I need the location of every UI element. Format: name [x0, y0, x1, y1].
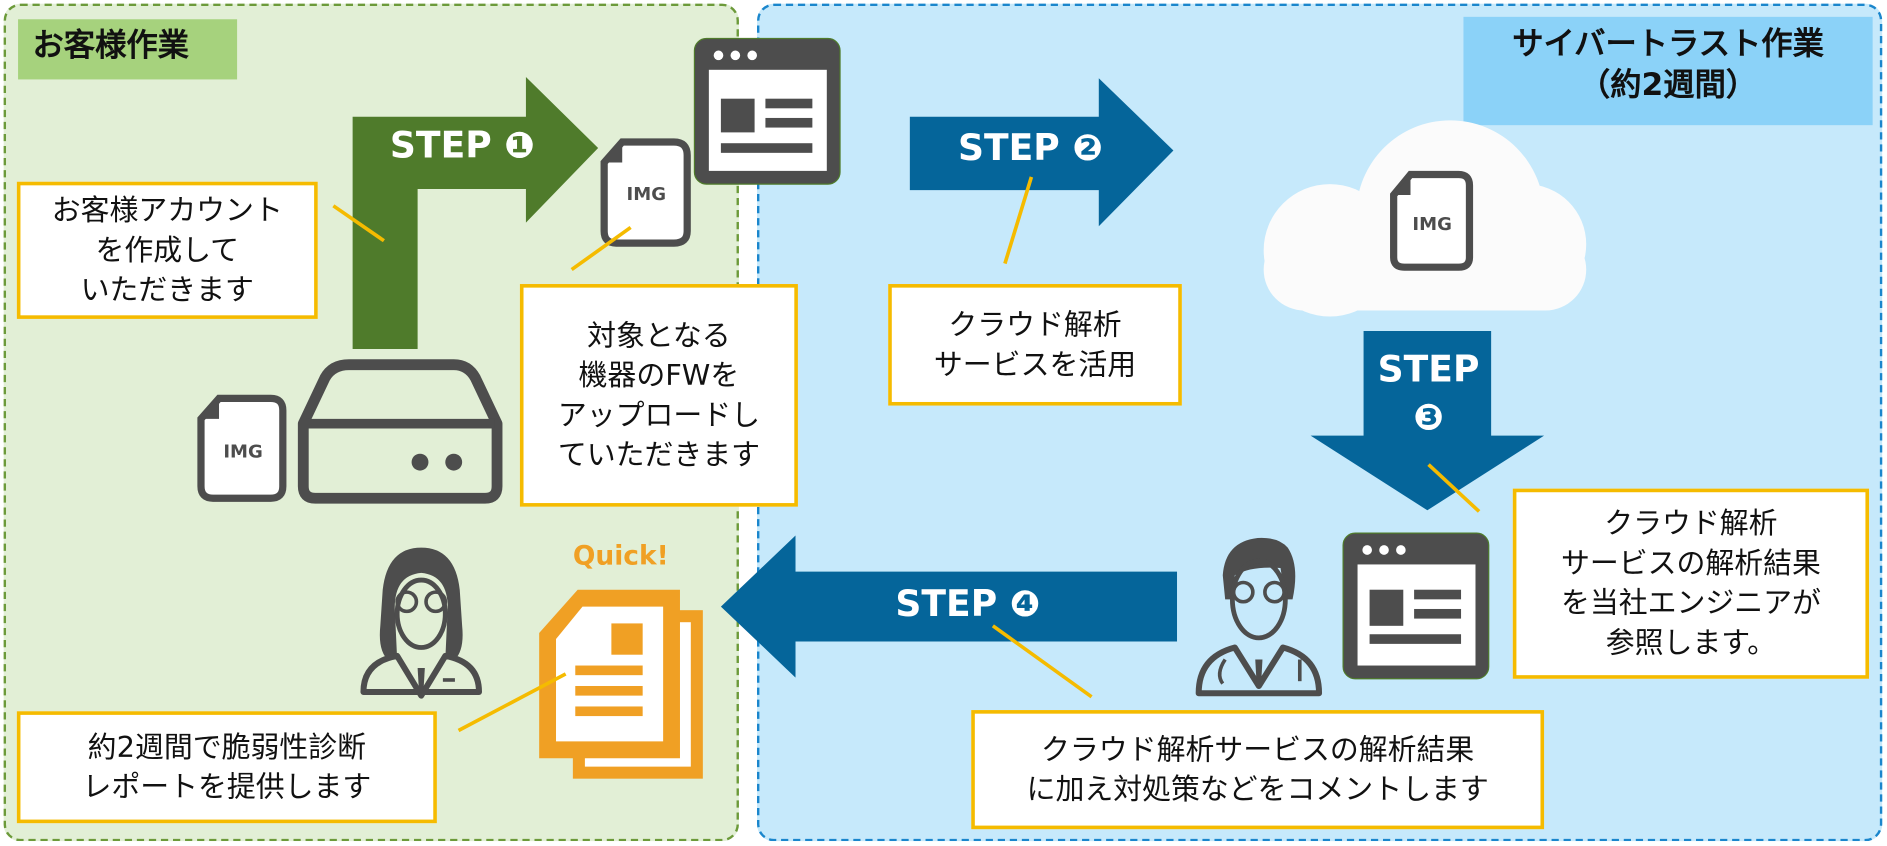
- img-file-label-upload: IMG: [626, 182, 667, 205]
- note-comment: クラウド解析サービスの解析結果 に加え対処策などをコメントします: [971, 710, 1545, 830]
- note-create-account: お客様アカウント を作成して いただきます: [16, 181, 318, 319]
- customer-person-icon: [360, 547, 483, 699]
- cybertrust-work-title-line1: サイバートラスト作業: [1512, 26, 1824, 63]
- step4-number-icon: ❹: [1009, 583, 1041, 626]
- web-window-icon-bottom: [1342, 532, 1490, 680]
- leader-cloud: [1003, 176, 1034, 265]
- step3-arrow: [1310, 330, 1545, 511]
- customer-work-title: お客様作業: [18, 19, 238, 80]
- leader-engineer: [1427, 463, 1481, 513]
- step3-label: STEP ❸: [1374, 347, 1482, 443]
- note-upload-firmware: 対象となる 機器のFWを アップロードし ていただきます: [519, 284, 798, 507]
- img-file-label-cloud: IMG: [1412, 213, 1452, 235]
- leader-comment: [991, 624, 1093, 699]
- step4-arrow: [720, 535, 1178, 678]
- img-file-icon-upload: [600, 138, 691, 247]
- leader-account: [332, 204, 385, 243]
- engineer-person-icon: [1195, 537, 1323, 697]
- step3-number-icon: ❸: [1413, 397, 1444, 440]
- step1-arrow: [352, 77, 599, 350]
- note-engineer-review: クラウド解析 サービスの解析結果 を当社エンジニアが 参照します。: [1512, 488, 1870, 679]
- web-window-icon-top: [693, 37, 841, 185]
- step2-number-icon: ❷: [1072, 127, 1103, 170]
- note-report: 約2週間で脆弱性診断 レポートを提供します: [16, 711, 437, 824]
- leader-report: [457, 672, 567, 733]
- step2-label: STEP ❷: [958, 128, 1103, 170]
- callout-leader-lines: [332, 176, 1481, 733]
- step1-text: STEP: [389, 125, 492, 168]
- step2-text: STEP: [957, 127, 1060, 170]
- report-document-icon: [539, 589, 703, 779]
- step1-label: STEP ❶: [390, 125, 535, 167]
- step3-text: STEP: [1377, 349, 1480, 392]
- cybertrust-work-title: サイバートラスト作業 （約2週間）: [1463, 16, 1873, 126]
- leader-upload: [570, 225, 632, 272]
- note-cloud-analysis: クラウド解析 サービスを活用: [888, 284, 1182, 406]
- step2-arrow: [909, 78, 1174, 227]
- img-file-label-device: IMG: [223, 440, 263, 463]
- step4-text: STEP: [895, 583, 998, 626]
- step1-number-icon: ❶: [504, 125, 535, 168]
- step4-label: STEP ❹: [895, 584, 1040, 626]
- img-file-icon-device: [197, 394, 287, 502]
- img-file-icon-cloud: [1390, 170, 1474, 271]
- quick-label: Quick!: [572, 541, 669, 572]
- cybertrust-work-duration: （約2週間）: [1578, 67, 1758, 104]
- device-icon: [297, 359, 503, 504]
